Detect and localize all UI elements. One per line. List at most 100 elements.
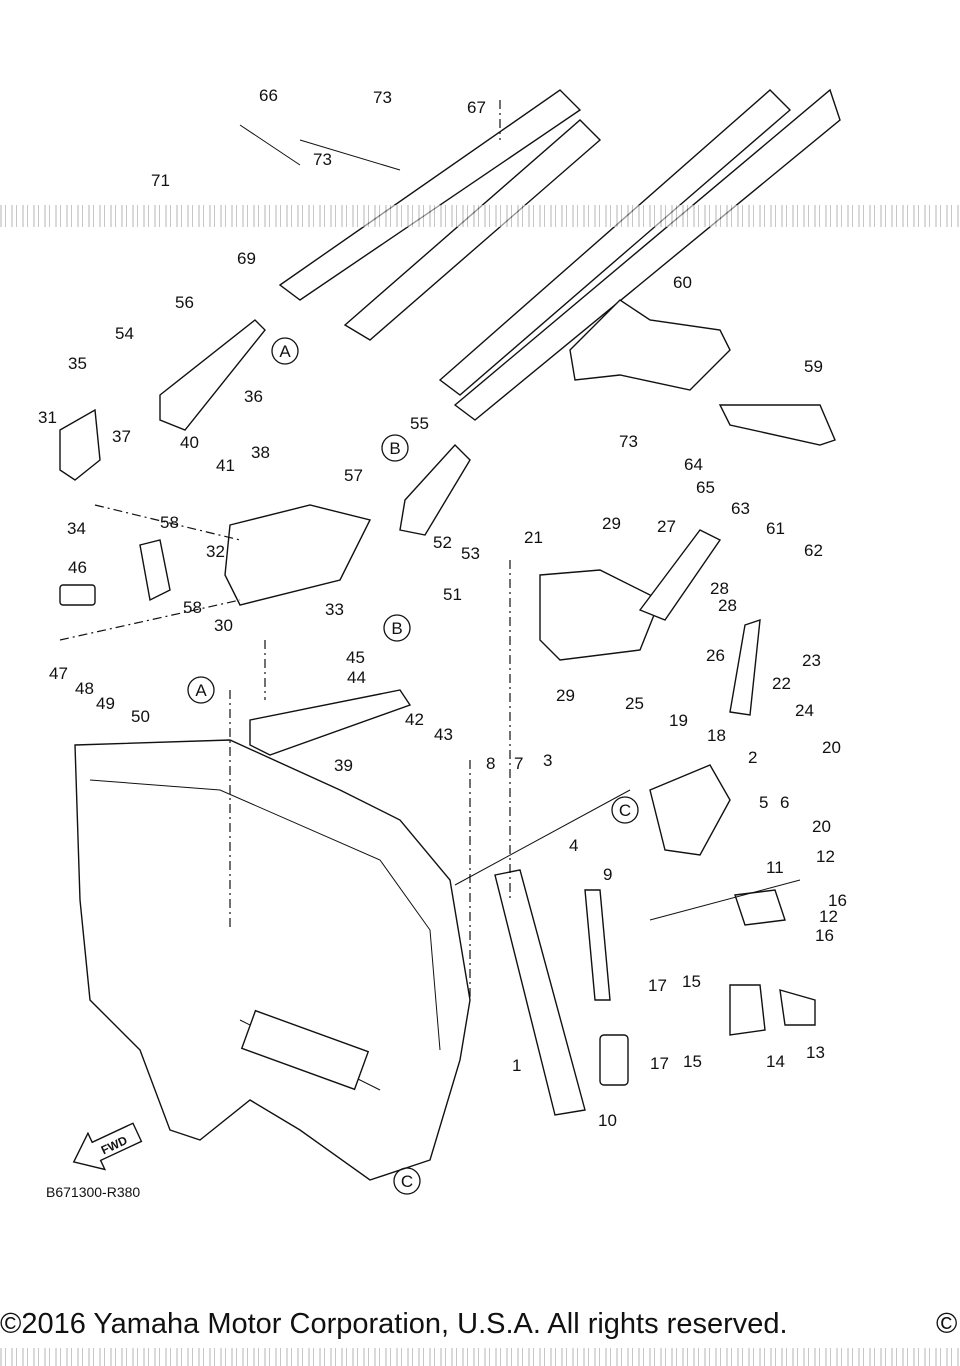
leader-lines [59,124,801,1000]
part-label: 69 [237,249,256,268]
part-label: 58 [160,513,179,532]
part-label: 67 [467,98,486,117]
part-label: 71 [151,171,170,190]
part-label: 15 [683,1052,702,1071]
part-label: 59 [804,357,823,376]
part-label: 18 [707,726,726,745]
part-label: 26 [706,646,725,665]
part-label: 39 [334,756,353,775]
part-label: 17 [648,976,667,995]
part-label: 60 [673,273,692,292]
part-label: 12 [816,847,835,866]
copyright-symbol: © [936,1308,958,1340]
part-label: 20 [822,738,841,757]
part-label: 4 [569,836,578,855]
part-label: 23 [802,651,821,670]
part-label: 57 [344,466,363,485]
part-label: 73 [313,150,332,169]
part-label: 30 [214,616,233,635]
frame-rails [278,88,841,421]
part-label: 73 [373,88,392,107]
part-label: 12 [819,907,838,926]
part-label: 6 [780,793,789,812]
part-label: 32 [206,542,225,561]
part-label: 1 [512,1056,521,1075]
part-label: 37 [112,427,131,446]
scan-noise-top [0,205,960,227]
part-label: 44 [347,668,366,687]
part-label: 17 [650,1054,669,1073]
part-label: 34 [67,519,86,538]
part-label: 63 [731,499,750,518]
part-label: 27 [657,517,676,536]
part-label: 21 [524,528,543,547]
main-frame [74,739,471,1181]
part-label: 61 [766,519,785,538]
part-label: 11 [766,858,784,877]
part-label: 53 [461,544,480,563]
part-label: 50 [131,707,150,726]
part-label: 35 [68,354,87,373]
part-label: 14 [766,1052,785,1071]
scan-noise-bottom [0,1348,960,1366]
callout-label: A [195,681,207,700]
right-bracket-assembly [539,299,836,716]
reference-callouts: A A B B C C [187,337,639,1195]
part-label: 8 [486,754,495,773]
part-label: 3 [543,751,552,770]
part-label: 51 [443,585,462,604]
part-label: 15 [682,972,701,991]
part-label: 47 [49,664,68,683]
part-label: 58 [183,598,202,617]
copyright-notice: ©2016 Yamaha Motor Corporation, U.S.A. A… [0,1308,788,1340]
part-label: 31 [38,408,57,427]
part-label: 64 [684,455,703,474]
part-label: 28 [710,579,729,598]
part-label: 55 [410,414,429,433]
part-label: 25 [625,694,644,713]
part-label: 10 [598,1111,617,1130]
callout-label: A [279,342,291,361]
part-label: 2 [748,748,757,767]
callout-label: B [389,439,400,458]
part-label: 24 [795,701,814,720]
part-label: 16 [828,891,847,910]
left-bracket-assembly [59,319,471,756]
part-label: 38 [251,443,270,462]
part-label: 19 [669,711,688,730]
part-number-labels: 1 2 3 4 5 6 7 8 9 10 11 12 12 13 14 15 1… [38,86,847,1130]
callout-label: C [401,1172,413,1191]
callout-label: C [619,801,631,820]
part-label: 36 [244,387,263,406]
part-label: 9 [603,865,612,884]
part-label: 7 [514,754,523,773]
part-label: 54 [115,324,134,343]
part-label: 42 [405,710,424,729]
part-label: 16 [815,926,834,945]
part-label: 56 [175,293,194,312]
part-label: 73 [619,432,638,451]
part-label: 28 [718,596,737,615]
part-label: 20 [812,817,831,836]
part-label: 33 [325,600,344,619]
part-label: 13 [806,1043,825,1062]
part-label: 29 [556,686,575,705]
fwd-arrow-icon: FWD [72,1122,143,1171]
sidestand-assembly [494,764,816,1116]
part-label: 66 [259,86,278,105]
part-label: 49 [96,694,115,713]
part-label: 5 [759,793,768,812]
part-label: 41 [216,456,235,475]
part-label: 22 [772,674,791,693]
part-label: 43 [434,725,453,744]
part-label: 46 [68,558,87,577]
part-label: 65 [696,478,715,497]
part-label: 48 [75,679,94,698]
diagram-code: B671300-R380 [46,1184,141,1200]
part-label: 52 [433,533,452,552]
part-label: 29 [602,514,621,533]
part-label: 62 [804,541,823,560]
callout-label: B [391,619,402,638]
part-label: 45 [346,648,365,667]
